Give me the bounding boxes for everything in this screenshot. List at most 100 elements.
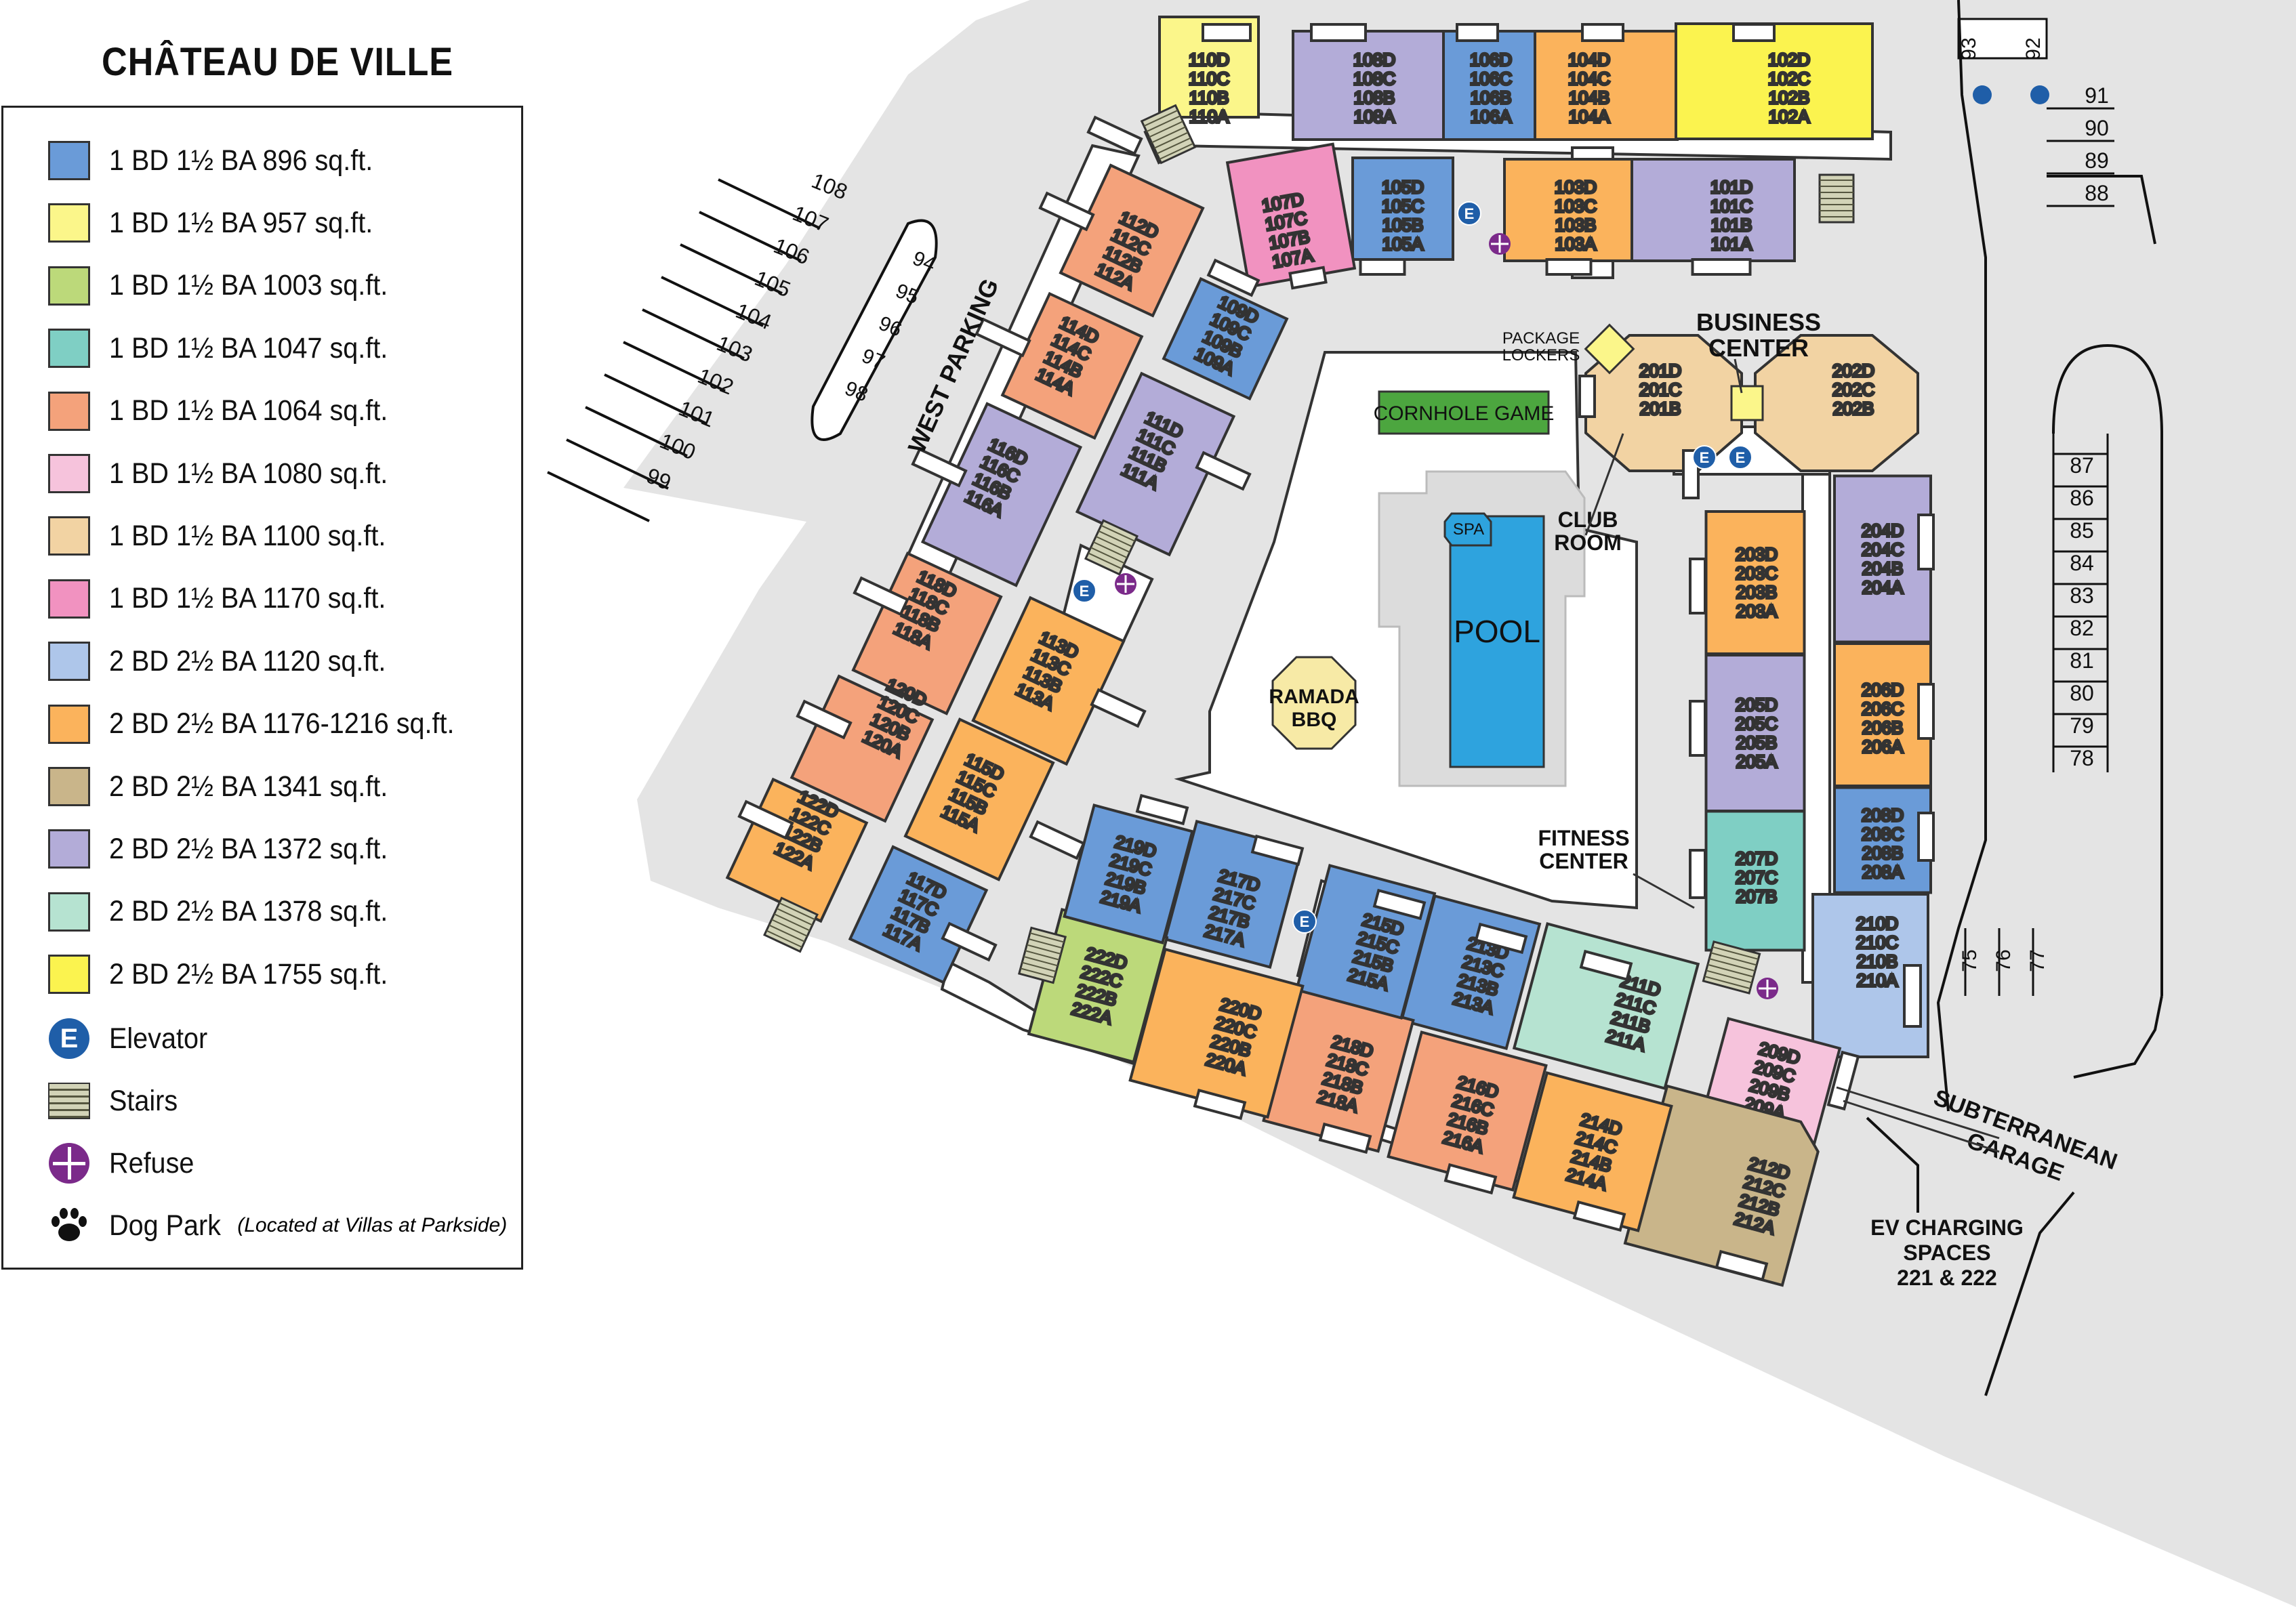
cornhole-game xyxy=(1378,390,1550,435)
unit-shape[interactable] xyxy=(1704,810,1806,952)
unit-number: 208D xyxy=(1862,805,1904,825)
parking-line xyxy=(680,243,783,295)
balcony xyxy=(1443,1163,1498,1195)
unit-shape[interactable] xyxy=(1059,163,1205,318)
unit-shape[interactable] xyxy=(1512,922,1700,1090)
unit-shape[interactable] xyxy=(1631,158,1796,262)
elevator-symbol: E xyxy=(1700,449,1710,466)
unit-shape[interactable] xyxy=(1512,1071,1673,1232)
unit-shape[interactable] xyxy=(920,402,1083,587)
legend-stairs: Stairs xyxy=(48,1079,184,1123)
unit-number: 106A xyxy=(1471,106,1512,127)
unit-number: 106C xyxy=(1470,68,1512,89)
unit-shape[interactable] xyxy=(1833,474,1932,644)
legend-swatch xyxy=(48,829,90,869)
leader-line xyxy=(1584,433,1624,536)
unit-shape[interactable] xyxy=(1833,642,1932,787)
unit-shape[interactable] xyxy=(1675,22,1874,140)
unit-shape[interactable] xyxy=(1162,276,1289,401)
legend-swatch xyxy=(48,892,90,932)
balcony xyxy=(1359,258,1406,276)
unit-shape[interactable] xyxy=(1063,804,1194,944)
curb xyxy=(2052,343,2163,996)
unit-number: 103C xyxy=(1555,196,1597,216)
unit-shape[interactable] xyxy=(1833,786,1932,894)
legend-swatch xyxy=(48,767,90,806)
legend-item: 1 BD 1½ BA 1170 sq.ft. xyxy=(48,577,410,621)
unit-shape[interactable] xyxy=(1351,156,1454,261)
unit-shape[interactable] xyxy=(1075,371,1236,557)
unit-number: 205C xyxy=(1736,713,1778,734)
legend-item: 1 BD 1½ BA 896 sq.ft. xyxy=(48,139,396,182)
balcony xyxy=(1195,451,1252,491)
ev-charging-label: 221 & 222 xyxy=(1897,1266,1997,1290)
unit-shape[interactable] xyxy=(971,596,1126,766)
elevator-symbol: E xyxy=(1464,205,1475,222)
unit-shape[interactable] xyxy=(848,845,989,984)
legend-refuse: Refuse xyxy=(48,1142,201,1185)
unit-shape[interactable] xyxy=(1811,893,1929,1058)
elevator-icon: E xyxy=(1072,579,1096,603)
balcony xyxy=(1250,834,1305,867)
legend-stairs-label: Stairs xyxy=(109,1084,178,1117)
elevator-icon: E xyxy=(1728,445,1752,469)
unit-number: 204A xyxy=(1862,577,1904,598)
unit-number: 210D xyxy=(1856,913,1898,934)
unit-shape[interactable] xyxy=(903,717,1055,881)
unit-number: 101D xyxy=(1710,177,1752,197)
curb xyxy=(1936,0,1987,1112)
parking-number: 76 xyxy=(1992,949,2015,972)
legend-label: 1 BD 1½ BA 957 sq.ft. xyxy=(109,206,373,239)
parking-number: 83 xyxy=(2070,583,2094,608)
balcony xyxy=(1456,23,1499,42)
parking-line xyxy=(699,211,802,262)
unit-shape[interactable] xyxy=(1128,947,1305,1119)
unit-number: 101A xyxy=(1711,234,1752,254)
legend-label: 2 BD 2½ BA 1176-1216 sq.ft. xyxy=(109,707,455,740)
legend-swatch xyxy=(48,266,90,306)
elevator-symbol: E xyxy=(1300,913,1310,930)
unit-shape[interactable] xyxy=(1000,291,1144,440)
unit-number: 102C xyxy=(1768,68,1810,89)
balcony xyxy=(1917,514,1935,570)
handicap-icon xyxy=(1973,85,1992,104)
unit-shape[interactable] xyxy=(1225,142,1357,289)
curb xyxy=(1866,1116,1919,1213)
unit-shape[interactable] xyxy=(1387,1030,1548,1192)
